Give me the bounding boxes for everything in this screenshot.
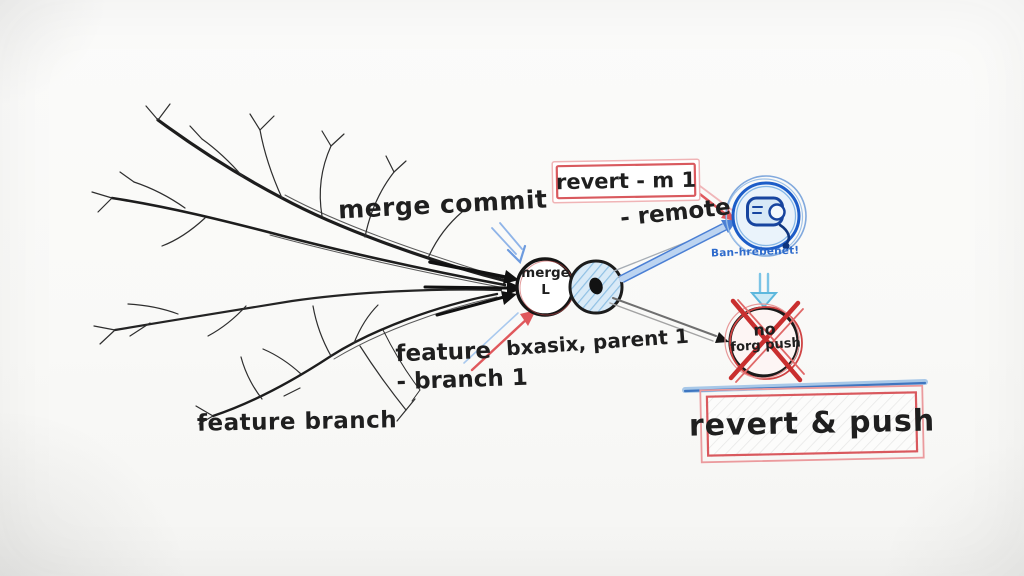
merge-commit-pointer-arrow xyxy=(491,222,527,265)
down-arrow xyxy=(749,272,779,309)
branch-merge-arrows xyxy=(423,260,523,317)
revert-m1-box xyxy=(551,158,701,204)
remote-repo-icon xyxy=(725,175,807,257)
feature-branch-pointer-arrow xyxy=(463,310,536,372)
feature-branch1-line2: - branch 1 xyxy=(396,364,529,396)
merge-node-line1: merge xyxy=(521,265,570,281)
merge-node-line2: L xyxy=(541,281,550,298)
revert-m1-command-label: revert - m 1 xyxy=(555,167,697,195)
feature-branch-tree-sketch xyxy=(91,103,508,425)
revert-push-box xyxy=(682,379,928,464)
revert-and-push-label: revert & push xyxy=(688,402,936,444)
merge-node-label: merge L xyxy=(517,265,574,299)
remote-push-arrow xyxy=(618,220,737,283)
no-force-push-icon xyxy=(724,298,805,383)
reverted-commit-node xyxy=(568,259,624,315)
feature-branch-tree-label: feature branch xyxy=(196,407,398,437)
no-force-push-label: no forg push xyxy=(725,318,805,355)
